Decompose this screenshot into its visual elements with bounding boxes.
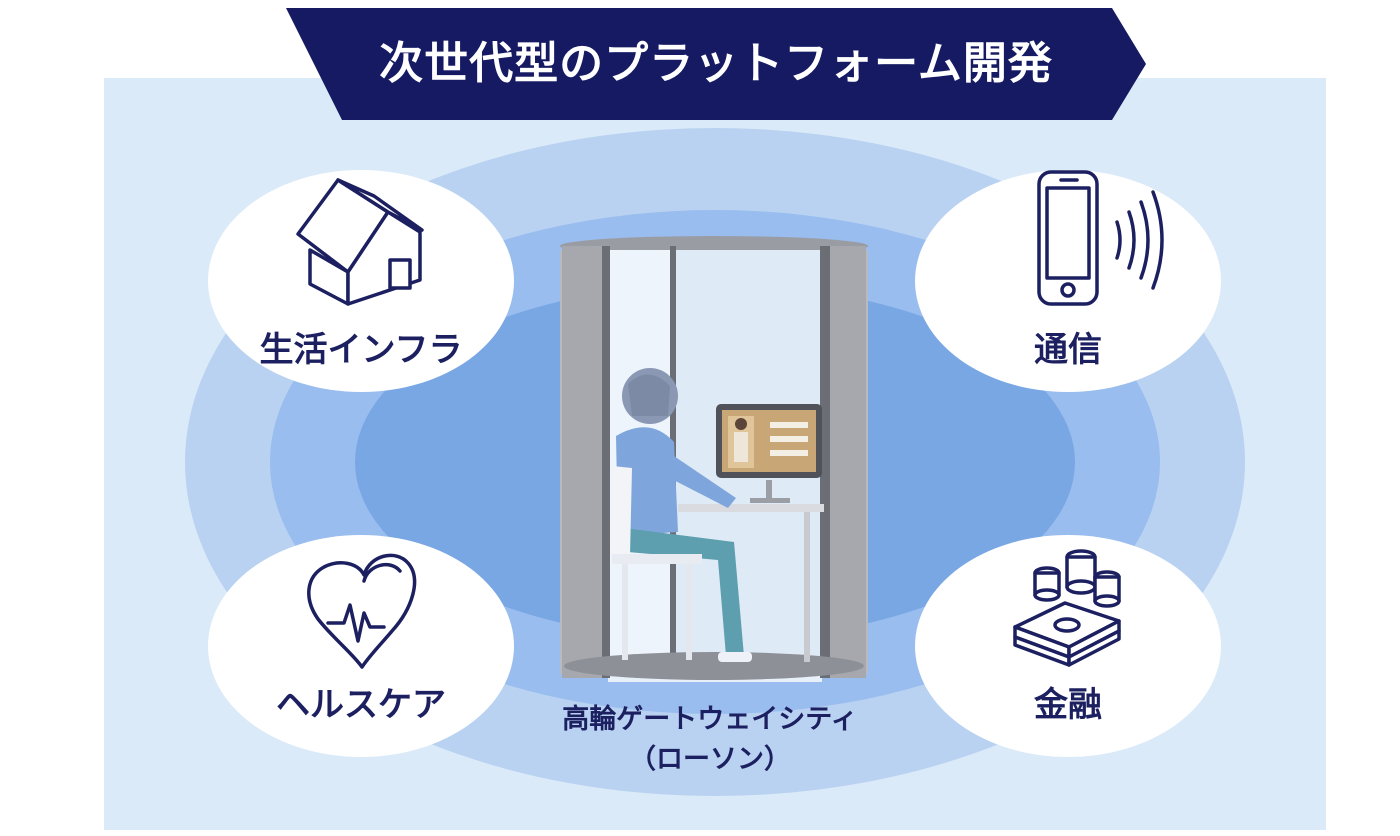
category-label: 通信 <box>1034 330 1102 370</box>
category-label: ヘルスケア <box>276 685 446 725</box>
center-line-1: 高輪ゲートウェイシティ <box>562 704 858 735</box>
category-label: 金融 <box>1034 685 1102 725</box>
center-location-label: 高輪ゲートウェイシティ （ローソン） <box>530 700 890 780</box>
coins-cash-icon <box>1013 549 1121 667</box>
category-living-infrastructure: 生活インフラ <box>208 170 514 392</box>
category-healthcare: ヘルスケア <box>208 535 514 757</box>
category-communication: 通信 <box>915 170 1221 392</box>
smartphone-icon <box>1037 170 1164 306</box>
house-icon <box>296 178 424 306</box>
center-line-2: （ローソン） <box>629 744 791 775</box>
title-banner: 次世代型のプラットフォーム開発 <box>286 8 1146 120</box>
page-title: 次世代型のプラットフォーム開発 <box>379 38 1053 89</box>
heart-pulse-icon <box>307 553 417 669</box>
remote-booth-illustration <box>560 236 868 682</box>
category-label: 生活インフラ <box>259 330 463 370</box>
category-finance: 金融 <box>915 535 1221 757</box>
